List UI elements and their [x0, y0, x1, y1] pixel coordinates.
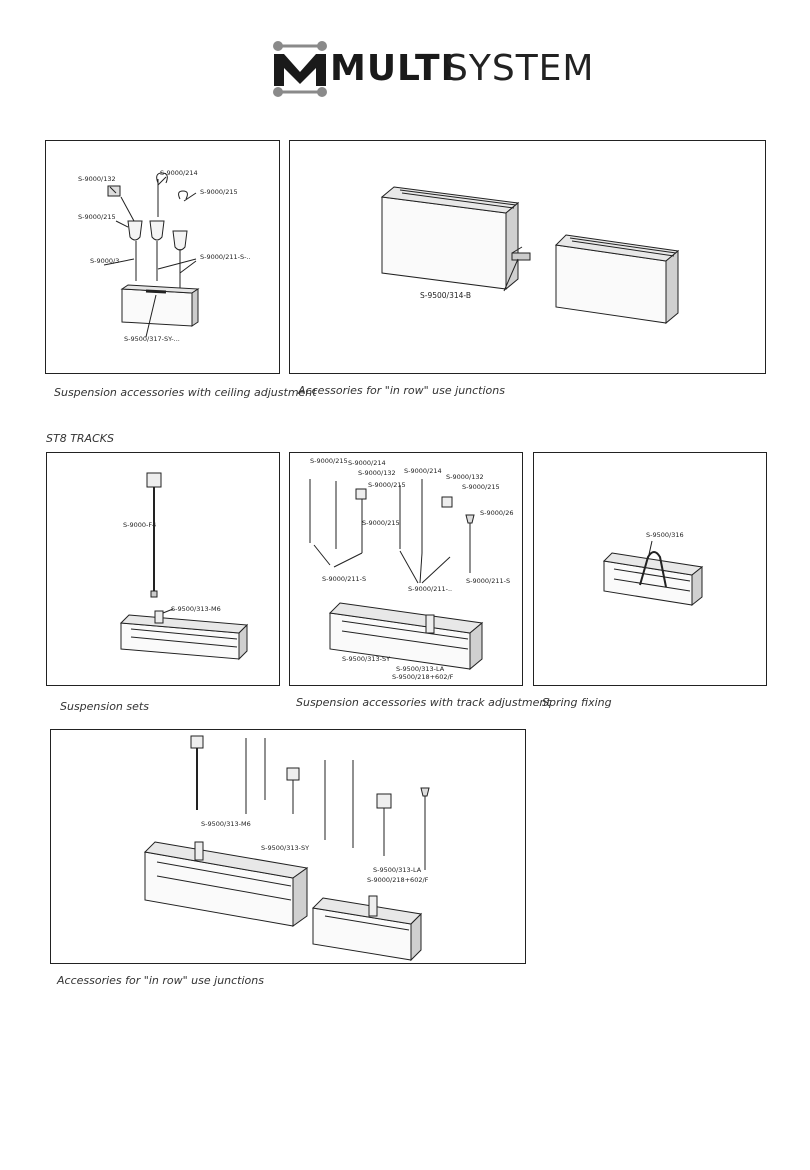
label-b3: S-9500/313-LA [373, 866, 422, 874]
panel-inrow-bottom: S-9500/313-M6 S-9500/313-SY S-9500/313-L… [50, 729, 526, 964]
caption-track-adj: Suspension accessories with track adjust… [296, 696, 551, 709]
label-6: S-9000/211-S-.. [200, 253, 251, 261]
label-junction: S-9500/314-B [420, 291, 471, 300]
panel-ceiling-adjustment: S-9000/132 S-9000/214 S-9000/215 S-9000/… [45, 140, 280, 374]
caption-inrow-top: Accessories for "in row" use junctions [298, 384, 505, 397]
label-t2: S-9000/214 [348, 459, 386, 467]
label-t12: S-9000/211-S [466, 577, 511, 585]
label-t8: S-9000/215 [462, 483, 500, 491]
caption-ceiling: Suspension accessories with ceiling adju… [54, 386, 317, 399]
spring-fixing-drawing [602, 540, 704, 607]
label-t15: S-9500/218+602/F [392, 673, 454, 681]
logo-mark-icon [273, 41, 327, 97]
panel-inrow-junctions: S-9500/314-B [289, 140, 766, 374]
section-title: ST8 TRACKS [46, 432, 114, 445]
label-spring: S-9500/316 [646, 531, 684, 539]
caption-sets: Suspension sets [60, 700, 149, 713]
label-t3: S-9000/132 [358, 469, 396, 477]
label-t9: S-9000/26 [480, 509, 514, 517]
label-t14: S-9500/313-LA [396, 665, 445, 673]
label-t11: S-9000/211-.. [408, 585, 453, 593]
track-adjustment-drawing [309, 479, 484, 671]
label-t5: S-9000/215 [362, 519, 400, 527]
label-4: S-9000/215 [78, 213, 116, 221]
label-t7: S-9000/132 [446, 473, 484, 481]
label-5: S-9000/3 [90, 257, 120, 265]
label-t6: S-9000/214 [404, 467, 442, 475]
label-b1: S-9500/313-M6 [201, 820, 251, 828]
panel-spring-fixing: S-9500/316 [533, 452, 767, 686]
caption-inrow-bottom: Accessories for "in row" use junctions [57, 974, 264, 987]
logo-light-text: SYSTEM [445, 48, 595, 89]
label-3: S-9000/215 [200, 188, 238, 196]
label-b4: S-9000/218+602/F [367, 876, 429, 884]
ceiling-accessories-drawing [103, 172, 200, 338]
label-2: S-9000/214 [160, 169, 198, 177]
label-b2: S-9500/313-SY [261, 844, 310, 852]
inrow-junction-drawing [380, 186, 680, 325]
inrow-bottom-drawing [143, 735, 430, 962]
label-t4: S-9000/215 [368, 481, 406, 489]
panel-suspension-sets: S-9000-F4 S-9500/313-M6 [46, 452, 280, 686]
label-7: S-9500/317-SY-... [124, 335, 180, 343]
suspension-set-drawing [119, 472, 249, 661]
label-adapter: S-9500/313-M6 [171, 605, 221, 613]
label-rod: S-9000-F4 [123, 521, 157, 529]
label-1: S-9000/132 [78, 175, 116, 183]
label-t10: S-9000/211-S [322, 575, 367, 583]
panel-track-adjustment: S-9000/215 S-9000/214 S-9000/132 S-9000/… [289, 452, 523, 686]
logo-bold-text: MULTI [330, 48, 455, 89]
label-t13: S-9500/313-SY [342, 655, 391, 663]
logo: MULTI SYSTEM [270, 40, 594, 100]
caption-spring: Spring fixing [542, 696, 612, 709]
label-t1: S-9000/215 [310, 457, 348, 465]
